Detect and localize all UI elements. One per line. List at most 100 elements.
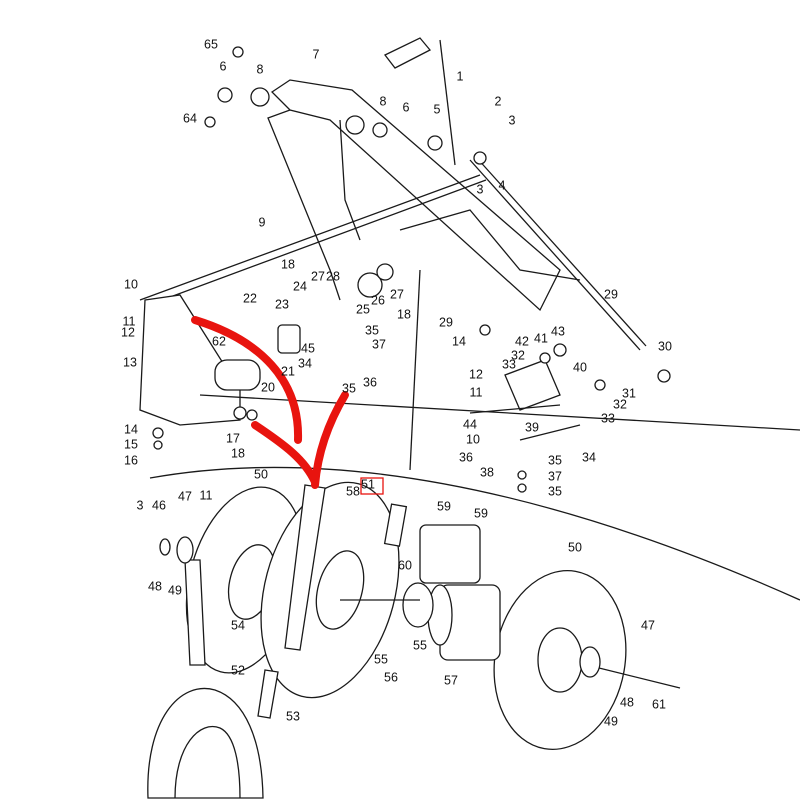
part-label-1: 1 [457, 69, 464, 83]
part-label-8: 8 [380, 94, 387, 108]
red-arrow-stroke-left [191, 316, 303, 444]
part-label-36: 36 [459, 450, 473, 464]
part-label-29: 29 [439, 315, 453, 329]
part-label-35: 35 [548, 453, 562, 467]
part-label-54: 54 [231, 618, 245, 632]
section-line [199, 394, 800, 431]
part-label-8: 8 [257, 62, 264, 76]
highlight-box-51 [360, 477, 384, 495]
rod-34 [519, 424, 581, 441]
part-label-27: 27 [311, 269, 325, 283]
belt-52-end [257, 669, 279, 719]
part-label-2: 2 [495, 94, 502, 108]
pulley-53-inner [174, 725, 241, 799]
pointer-line [409, 269, 421, 471]
part-label-17: 17 [226, 431, 240, 445]
small-parts [152, 46, 671, 493]
part-label-45: 45 [301, 341, 315, 355]
part-label-10: 10 [124, 277, 138, 291]
part-label-50: 50 [568, 540, 582, 554]
belt-52 [184, 559, 206, 666]
part-label-40: 40 [573, 360, 587, 374]
part-label-11: 11 [470, 385, 483, 399]
part-label-64: 64 [183, 111, 197, 125]
part-label-25: 25 [356, 302, 370, 316]
part-label-51: 51 [361, 477, 375, 491]
part-label-53: 53 [286, 709, 300, 723]
part-label-22: 22 [243, 291, 257, 305]
part-label-41: 41 [534, 331, 548, 345]
part-label-3: 3 [137, 498, 144, 512]
part-label-46: 46 [152, 498, 166, 512]
part-label-57: 57 [444, 673, 458, 687]
part-label-4: 4 [499, 178, 506, 192]
part-label-34: 34 [582, 450, 596, 464]
part-label-36: 36 [363, 375, 377, 389]
part-label-44: 44 [463, 417, 477, 431]
bracket-40 [504, 359, 561, 411]
red-annotation-marks [191, 316, 384, 495]
rod-1 [439, 39, 456, 166]
part-label-47: 47 [178, 489, 192, 503]
part-label-34: 34 [298, 356, 312, 370]
part-label-62: 62 [212, 334, 226, 348]
part-label-52: 52 [231, 663, 245, 677]
part-label-16: 16 [124, 453, 138, 467]
part-label-21: 21 [281, 364, 295, 378]
part-label-50: 50 [254, 467, 268, 481]
part-label-59: 59 [437, 499, 451, 513]
part-label-13: 13 [123, 355, 137, 369]
part-label-32: 32 [613, 397, 627, 411]
part-label-39: 39 [525, 420, 539, 434]
part-label-38: 38 [480, 465, 494, 479]
bolt-61 [594, 666, 681, 689]
part-label-35: 35 [548, 484, 562, 498]
part-label-33: 33 [502, 357, 516, 371]
arm-leg [267, 109, 341, 301]
part-label-55: 55 [374, 652, 388, 666]
red-arrow-stroke-lower [251, 421, 319, 486]
part-label-31: 31 [622, 386, 636, 400]
rod-9 [139, 174, 481, 301]
brake-55 [402, 582, 434, 628]
part-label-3: 3 [509, 113, 516, 127]
red-arrow-stroke-right [311, 391, 349, 489]
arm-edge [339, 119, 361, 241]
part-label-42: 42 [515, 334, 529, 348]
frame-line [399, 209, 581, 281]
arm-7 [270, 79, 561, 312]
part-label-11: 11 [123, 314, 136, 328]
part-label-7: 7 [313, 47, 320, 61]
part-label-18: 18 [281, 257, 295, 271]
part-label-48: 48 [148, 579, 162, 593]
rod-29-edge [475, 156, 647, 347]
part-label-35: 35 [342, 381, 356, 395]
part-label-65: 65 [204, 37, 218, 51]
part-label-49: 49 [604, 714, 618, 728]
rod-29 [469, 159, 641, 351]
part-label-61: 61 [652, 697, 666, 711]
part-label-49: 49 [168, 583, 182, 597]
part-label-14: 14 [124, 422, 138, 436]
part-label-55: 55 [413, 638, 427, 652]
frame-lines [139, 37, 800, 601]
part-label-37: 37 [548, 469, 562, 483]
pulleys [147, 481, 681, 799]
plate-1 [383, 37, 432, 69]
section-boundary [149, 466, 800, 601]
part-label-60: 60 [398, 558, 412, 572]
part-label-10: 10 [466, 432, 480, 446]
part-label-14: 14 [452, 334, 466, 348]
part-label-5: 5 [434, 102, 441, 116]
part-label-33: 33 [601, 411, 615, 425]
part-label-32: 32 [511, 348, 525, 362]
part-label-3: 3 [477, 182, 484, 196]
sleeve-59 [419, 524, 481, 584]
key-part [383, 503, 408, 547]
rod-9-edge [145, 179, 487, 307]
pulley-53 [147, 687, 264, 799]
part-label-59: 59 [474, 506, 488, 520]
